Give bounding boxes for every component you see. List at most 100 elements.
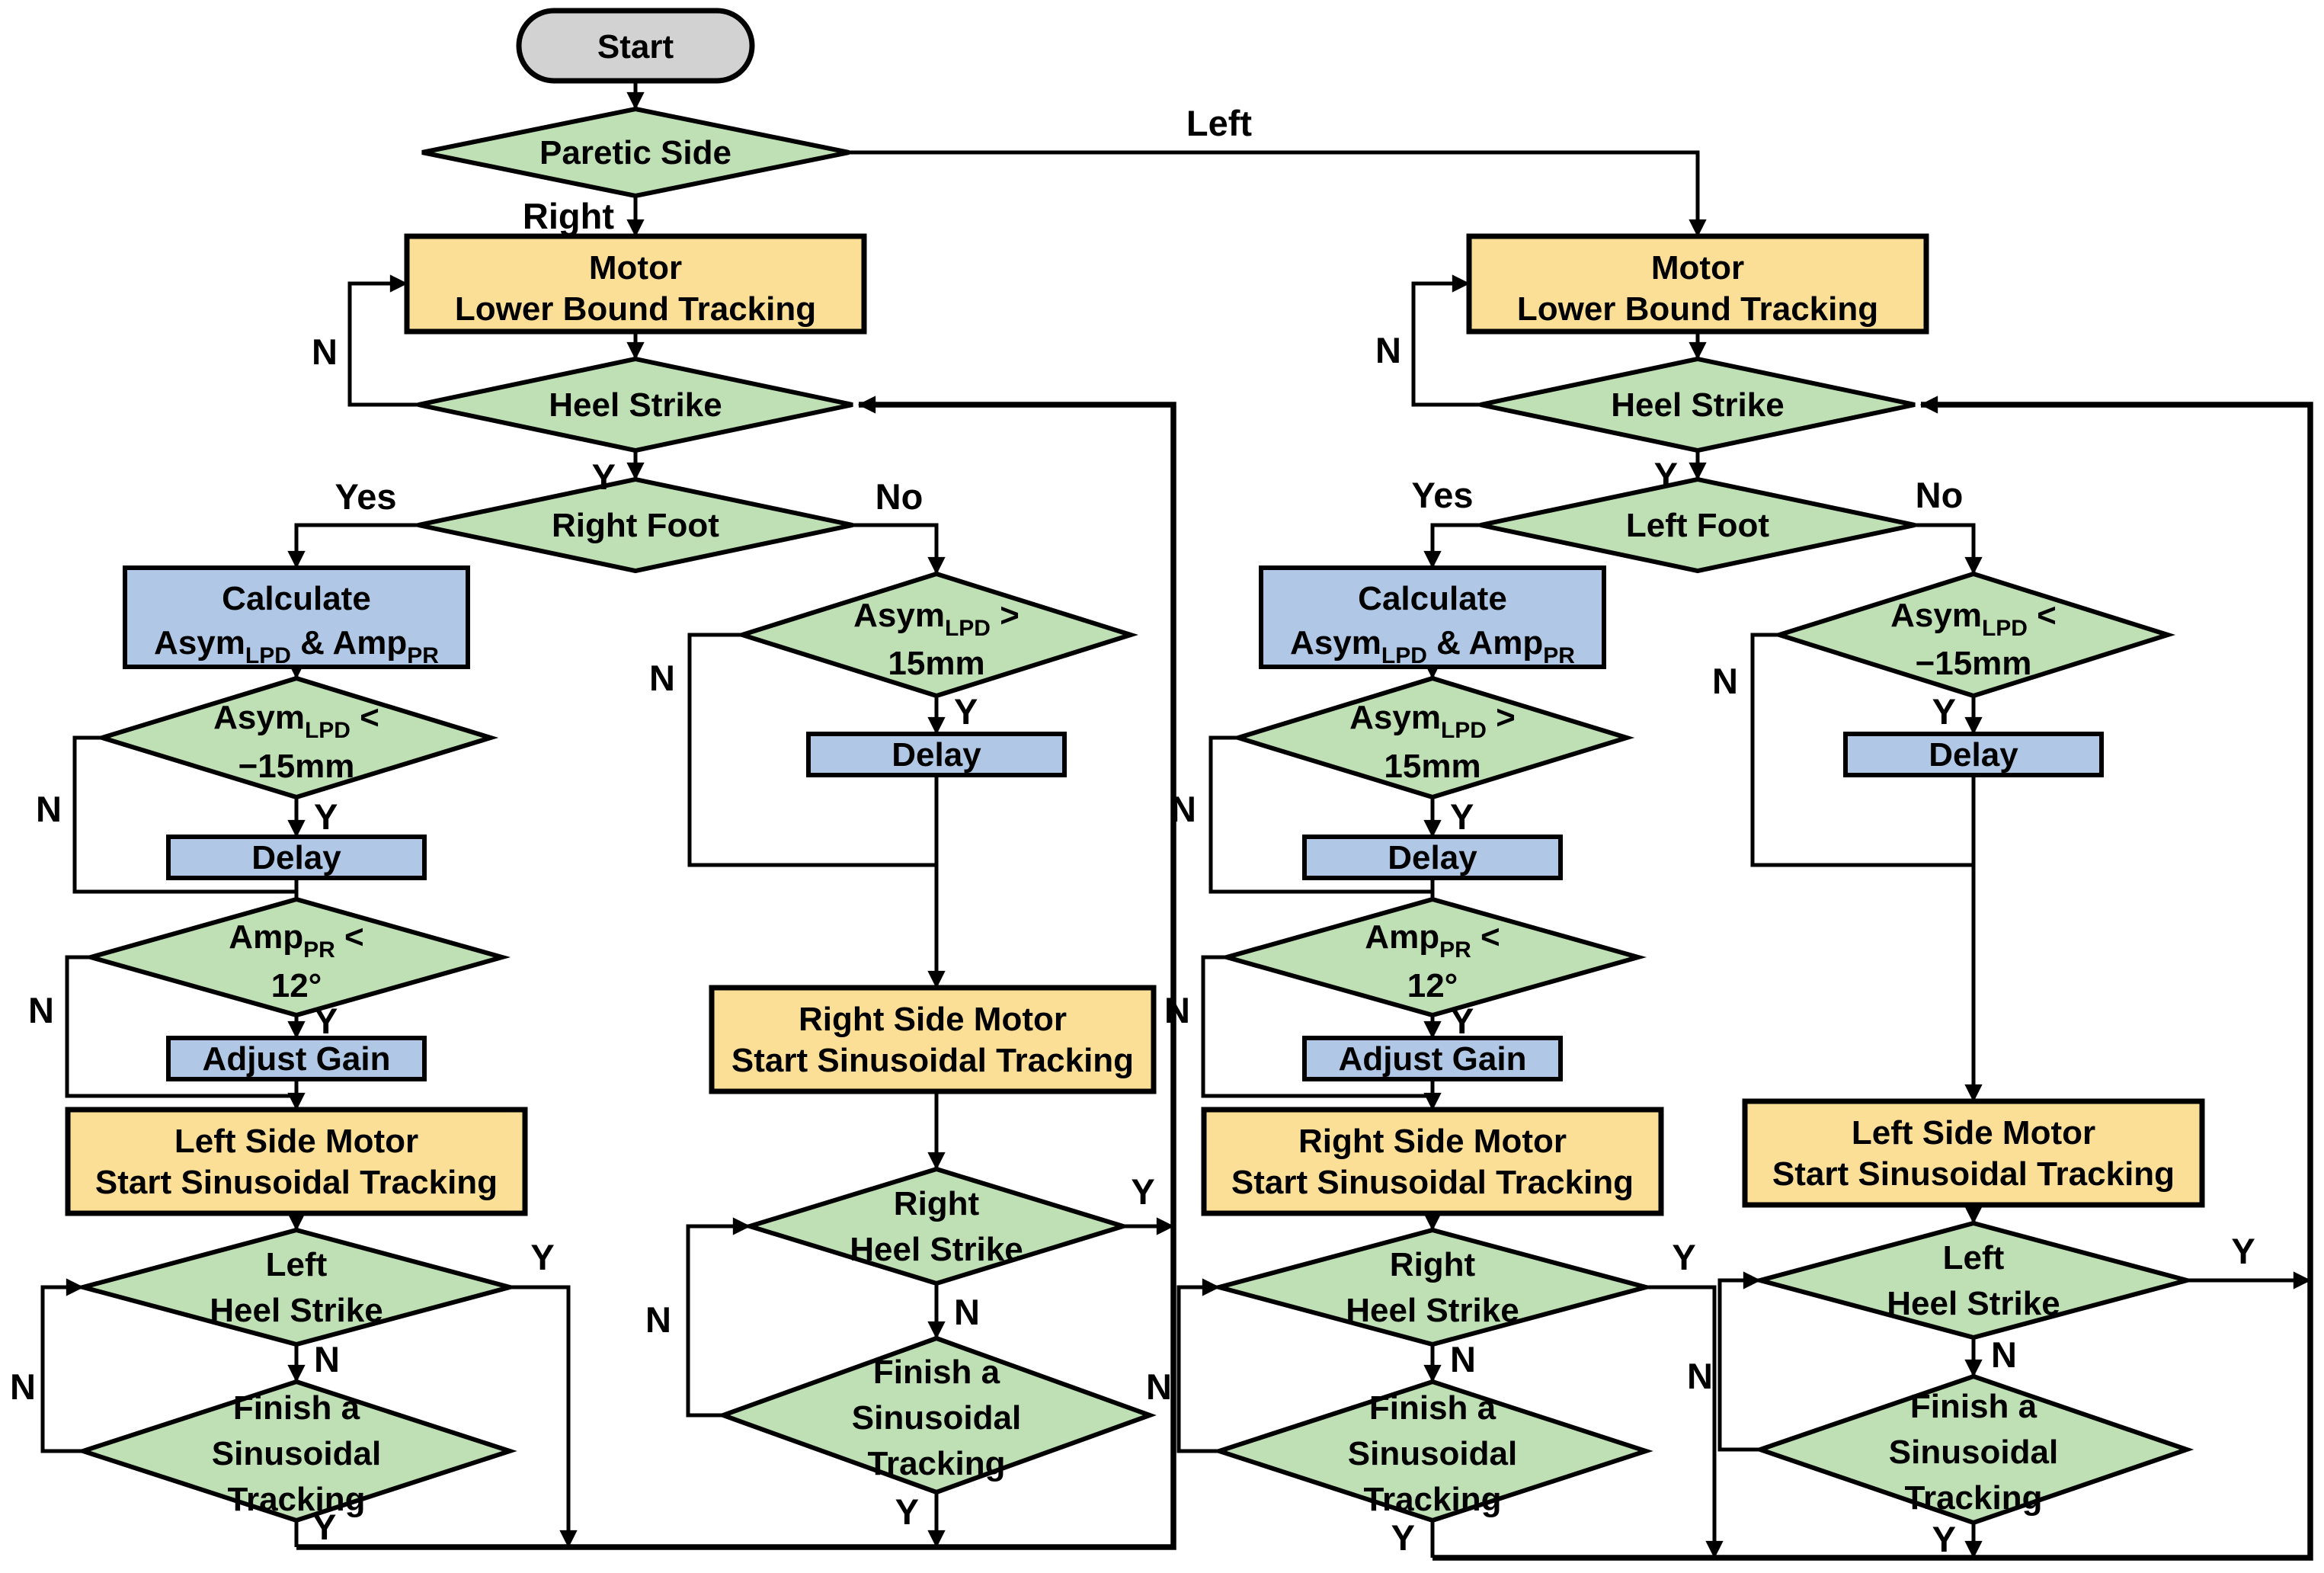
ampR1-n-label: N xyxy=(1164,990,1190,1030)
ampR1-line1: AmpPR < xyxy=(1365,918,1500,963)
finishR1-line1: Finish a xyxy=(1369,1389,1497,1427)
leftmotorR2-line2: Start Sinusoidal Tracking xyxy=(1772,1155,2175,1193)
asymR1-y-label: Y xyxy=(1450,796,1474,837)
asymR1-line2: 15mm xyxy=(1384,748,1481,785)
left-side-motor-left-box xyxy=(65,1107,528,1216)
leftmotorR2-line1: Left Side Motor xyxy=(1852,1114,2095,1152)
asymL-base: Asym xyxy=(213,699,305,736)
finishR1-nloop-label: N xyxy=(1146,1366,1172,1407)
heelR-n-label: N xyxy=(1375,330,1401,370)
edge-asymR2-n-loop xyxy=(1750,633,1973,867)
asymL2-base: Asym xyxy=(853,597,945,634)
asymR1-base: Asym xyxy=(1349,699,1441,736)
motor-lower-bound-right-box xyxy=(1466,233,1929,335)
finish-sinusoidal-left-yes-decision xyxy=(75,1379,517,1523)
finishR2-line2: Sinusoidal xyxy=(1889,1434,2058,1471)
amp-lt-left-decision xyxy=(82,896,511,1018)
calcR-amp: Amp xyxy=(1468,624,1543,662)
right-foot-label: Right Foot xyxy=(552,507,719,544)
heelL-y-label: Y xyxy=(592,457,616,497)
edge-footL-yes xyxy=(287,523,418,569)
heel-strike-right-label: Heel Strike xyxy=(1611,386,1784,424)
asymR2-y-label: Y xyxy=(1932,691,1956,732)
lheelR2-line2: Heel Strike xyxy=(1887,1285,2060,1322)
edge-finishL-n-loop xyxy=(40,1278,85,1453)
left-heel-strike-left-decision xyxy=(74,1227,519,1347)
motor-left-line2: Lower Bound Tracking xyxy=(455,290,816,328)
ampR1-y-label: Y xyxy=(1450,1001,1474,1041)
ampR1-base: Amp xyxy=(1365,918,1439,956)
start-label: Start xyxy=(597,28,674,66)
asymR1-sub: LPD xyxy=(1441,718,1487,743)
finishR2-line1: Finish a xyxy=(1910,1388,2038,1425)
lheelL-n-label: N xyxy=(314,1339,340,1379)
edge-lheelL-y-down xyxy=(510,1285,578,1549)
adjust-gain-left-box xyxy=(166,1036,427,1081)
asym-gt-left-decision xyxy=(734,571,1139,699)
calcL-asym: Asym xyxy=(154,624,245,662)
finishR1-line3: Tracking xyxy=(1364,1481,1502,1518)
rightmotorR1-line1: Right Side Motor xyxy=(1298,1123,1567,1160)
lheelR2-n-label: N xyxy=(1991,1334,2017,1375)
start-terminal xyxy=(516,8,755,84)
left-side-motor-right-box xyxy=(1742,1098,2205,1208)
right-side-motor-left-box xyxy=(709,985,1157,1094)
asymR2-line1: AsymLPD < xyxy=(1890,597,2057,641)
finishR1-line2: Sinusoidal xyxy=(1348,1435,1517,1472)
lheelL-y-label: Y xyxy=(530,1237,554,1277)
calcL-amp-sub: PR xyxy=(407,643,439,668)
right-heel-strike-right-decision xyxy=(1210,1227,1655,1347)
asymR1-line1: AsymLPD > xyxy=(1349,699,1516,743)
rheelL2-n-label: N xyxy=(954,1292,980,1332)
branch-label-left: Left xyxy=(1186,103,1253,143)
finishL2-nloop-label: N xyxy=(645,1299,671,1340)
finishL-y-label: Y xyxy=(312,1507,336,1547)
asymL2-sub: LPD xyxy=(945,616,991,641)
edge-finishR1-n-loop xyxy=(1176,1278,1221,1453)
calcL-amp-mid: & xyxy=(291,624,333,662)
rightmotorL2-line2: Start Sinusoidal Tracking xyxy=(731,1042,1134,1079)
rightmotorL2-line1: Right Side Motor xyxy=(799,1001,1067,1038)
finishL-line3: Tracking xyxy=(228,1481,366,1518)
calcL-line1: Calculate xyxy=(222,580,371,617)
left-foot-decision xyxy=(1480,476,1916,574)
amp-lt-right-decision xyxy=(1218,896,1647,1018)
edge-finishL2-n-loop xyxy=(686,1217,751,1418)
right-foot-decision xyxy=(418,476,853,574)
ampL-line1: AmpPR < xyxy=(229,918,363,963)
finishL-nloop-label: N xyxy=(10,1366,36,1407)
left-heel-strike-right-decision xyxy=(1751,1220,2196,1341)
ampL-line2: 12° xyxy=(271,967,322,1004)
calcL-line2: AsymLPD & AmpPR xyxy=(154,624,439,668)
edge-footR-no xyxy=(1915,523,1983,575)
finish-sinusoidal-right-yes-decision xyxy=(1212,1379,1653,1523)
motor-lower-bound-left-box xyxy=(404,233,867,335)
asym-lt-left-decision xyxy=(94,675,499,800)
finishL-line1: Finish a xyxy=(233,1389,360,1427)
lheelR2-line1: Left xyxy=(1943,1239,2005,1277)
paretic-side-label: Paretic Side xyxy=(539,134,731,171)
rheelR1-line1: Right xyxy=(1390,1246,1476,1283)
delayL-label: Delay xyxy=(251,839,341,876)
leftmotorL-line2: Start Sinusoidal Tracking xyxy=(95,1164,498,1201)
footL-no-label: No xyxy=(876,476,924,517)
edge-paretic-left-to-motor xyxy=(849,150,1707,238)
finishL2-line2: Sinusoidal xyxy=(852,1399,1021,1437)
delayR2-label: Delay xyxy=(1929,736,2018,774)
finishL2-line3: Tracking xyxy=(868,1445,1006,1482)
heel-strike-right-decision xyxy=(1480,356,1916,453)
lheelL-line1: Left xyxy=(266,1246,328,1283)
edge-asymL2-n-loop xyxy=(687,633,936,867)
delay-left-no-box xyxy=(806,732,1067,777)
finishR2-line3: Tracking xyxy=(1905,1479,2043,1517)
heel-strike-left-decision xyxy=(418,356,853,453)
calcL-asym-sub: LPD xyxy=(245,643,291,668)
asymL-op: < xyxy=(351,699,379,736)
right-heel-strike-left-decision xyxy=(741,1166,1132,1286)
rheelL2-y-label: Y xyxy=(1131,1171,1154,1212)
calcR-asym: Asym xyxy=(1290,624,1381,662)
heelL-n-label: N xyxy=(312,332,338,372)
finishL2-y-label: Y xyxy=(895,1491,919,1532)
rheelR1-line2: Heel Strike xyxy=(1346,1292,1519,1329)
